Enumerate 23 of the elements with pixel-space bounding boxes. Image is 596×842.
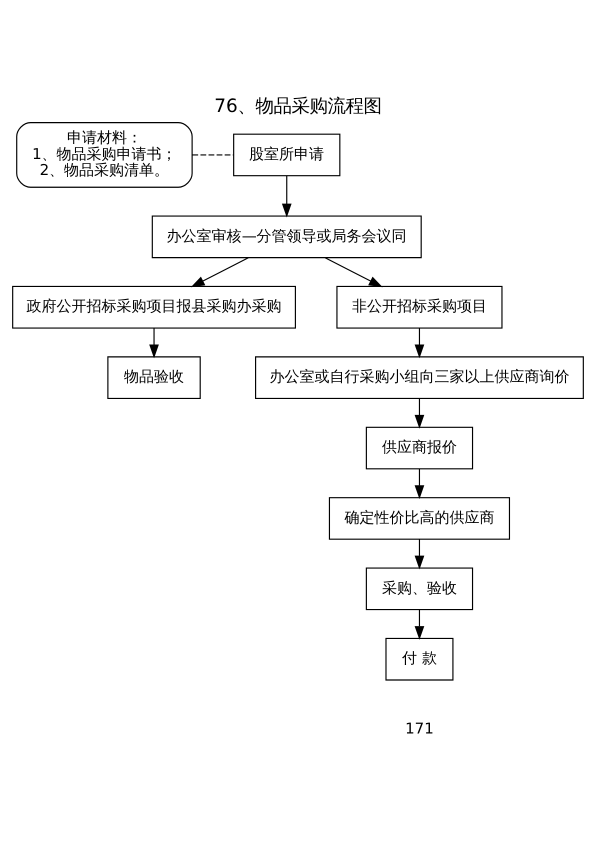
arrow <box>324 256 383 287</box>
label: 171 <box>405 719 434 738</box>
node-box: 申请材料： 1、物品采购申请书； 2、物品采购清单。 <box>16 122 193 188</box>
arrow <box>414 609 424 640</box>
diagram-title: 76、物品采购流程图 <box>214 96 382 117</box>
arrow <box>414 538 424 570</box>
node-box: 确定性价比高的供应商 <box>328 496 510 540</box>
node-box: 政府公开招标采购项目报县采购办采购 <box>12 285 296 328</box>
connector <box>192 154 234 155</box>
arrow <box>149 328 159 358</box>
arrow <box>282 175 292 217</box>
node-box: 付 款 <box>385 637 454 680</box>
node-box: 非公开招标采购项目 <box>336 285 503 328</box>
node-box: 物品验收 <box>107 356 201 398</box>
node-box: 办公室审核—分管领导或局务会议同 <box>152 215 422 258</box>
arrow <box>414 468 424 499</box>
arrow <box>190 256 249 287</box>
node-box: 股室所申请 <box>233 133 340 176</box>
arrow <box>414 398 424 428</box>
arrow <box>414 328 424 358</box>
node-box: 办公室或自行采购小组向三家以上供应商询价 <box>255 356 584 398</box>
node-box: 供应商报价 <box>366 426 474 469</box>
node-box: 采购、验收 <box>366 566 474 610</box>
